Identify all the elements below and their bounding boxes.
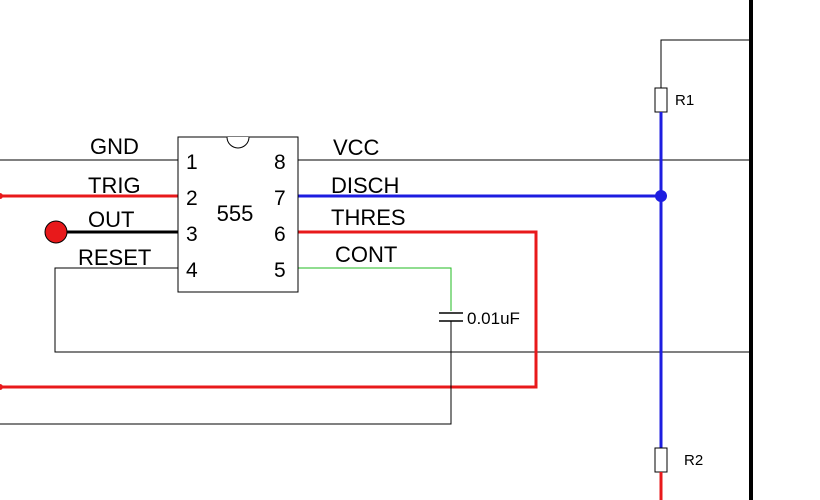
reset-wire (54, 267, 751, 353)
pin-number-2: 2 (186, 187, 198, 210)
r2-resistor (654, 447, 668, 473)
pin-number-3: 3 (186, 223, 198, 246)
pin-number-8: 8 (274, 151, 286, 174)
chip-notch (226, 136, 250, 149)
pin-number-4: 4 (186, 259, 198, 282)
pin-number-1: 1 (186, 151, 198, 174)
cont-wire (298, 267, 452, 311)
pin-label-reset: RESET (78, 245, 151, 270)
pin-label-cont: CONT (335, 242, 397, 267)
pin-label-thres: THRES (331, 205, 406, 230)
pin-label-gnd: GND (90, 134, 139, 159)
trig-wire-end (0, 193, 3, 199)
capacitor-ground-wire (0, 321, 452, 425)
r1-resistor (654, 87, 668, 113)
pin-number-7: 7 (274, 187, 286, 210)
capacitor-label: 0.01uF (467, 309, 520, 328)
thres-wire-end (0, 384, 3, 390)
chip-name: 555 (217, 201, 254, 226)
pin-label-out: OUT (88, 207, 134, 232)
r2-label: R2 (684, 452, 703, 469)
pin-label-disch: DISCH (331, 173, 399, 198)
pin-label-vcc: VCC (333, 135, 380, 160)
r1-top-wire (660, 39, 751, 88)
r1-label: R1 (675, 92, 694, 109)
thres-wire (0, 230, 538, 389)
out-node (44, 220, 68, 244)
pin-label-trig: TRIG (88, 173, 141, 198)
disch-junction (655, 190, 667, 202)
chip-body (177, 136, 299, 293)
pin-number-6: 6 (274, 223, 286, 246)
pin-number-5: 5 (274, 259, 286, 282)
